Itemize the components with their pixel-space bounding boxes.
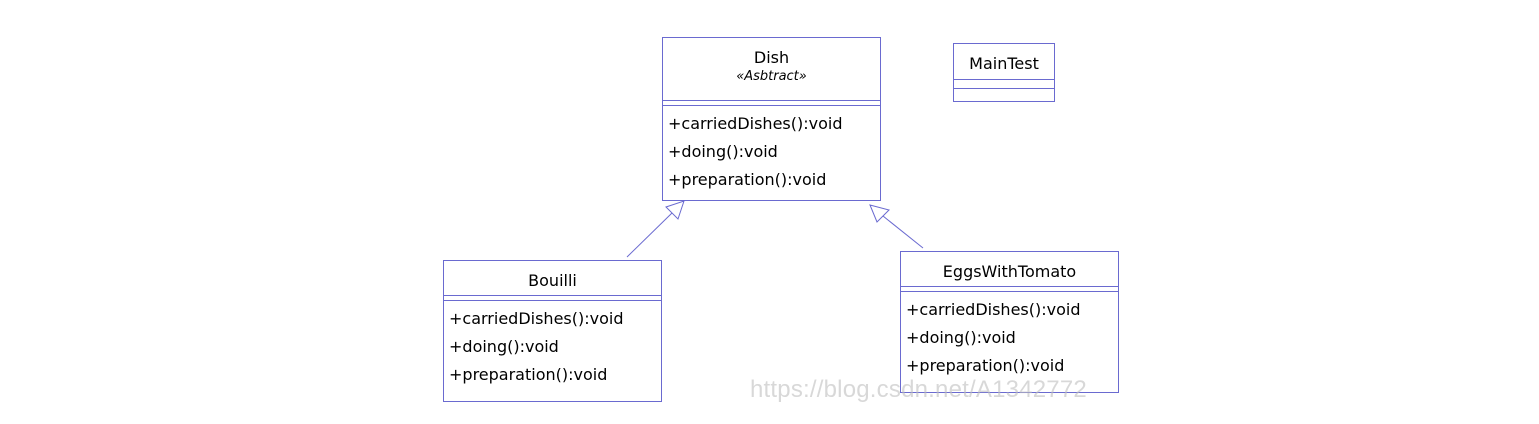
operation: +carriedDishes():void [668,114,843,133]
attributes-compartment [954,79,1054,88]
operation: +preparation():void [668,170,827,189]
operation: +doing():void [906,328,1016,347]
operation: +doing():void [449,337,559,356]
class-header: Bouilli [444,261,661,295]
hollow-triangle-arrowhead [869,204,890,223]
operations-compartment: +carriedDishes():void +doing():void +pre… [663,105,880,194]
class-header: Dish «Asbtract» [663,38,880,100]
class-header: MainTest [954,44,1054,79]
operations-compartment: +carriedDishes():void +doing():void +pre… [901,291,1118,380]
class-bouilli[interactable]: Bouilli +carriedDishes():void +doing():v… [443,260,662,402]
class-header: EggsWithTomato [901,252,1118,286]
class-dish[interactable]: Dish «Asbtract» +carriedDishes():void +d… [662,37,881,201]
operation: +carriedDishes():void [906,300,1081,319]
attributes-compartment [444,295,661,300]
operations-compartment: +carriedDishes():void +doing():void +pre… [444,300,661,389]
class-name: Dish [753,48,790,67]
operation: +preparation():void [449,365,608,384]
class-name: EggsWithTomato [942,262,1077,281]
attributes-compartment [901,286,1118,291]
hollow-triangle-arrowhead [665,200,685,220]
operations-compartment [954,88,1054,97]
class-stereotype: «Asbtract» [736,69,807,84]
operation: +preparation():void [906,356,1065,375]
class-maintest[interactable]: MainTest [953,43,1055,102]
class-eggswithtomato[interactable]: EggsWithTomato +carriedDishes():void +do… [900,251,1119,393]
operation: +carriedDishes():void [449,309,624,328]
generalization-bouilli-to-dish [626,200,685,258]
operation: +doing():void [668,142,778,161]
class-name: MainTest [969,54,1039,73]
generalization-eggswithtomato-to-dish [869,204,924,249]
watermark-text: https://blog.csdn.net/A1342772 [750,376,1087,403]
attributes-compartment [663,100,880,105]
class-name: Bouilli [528,271,577,290]
